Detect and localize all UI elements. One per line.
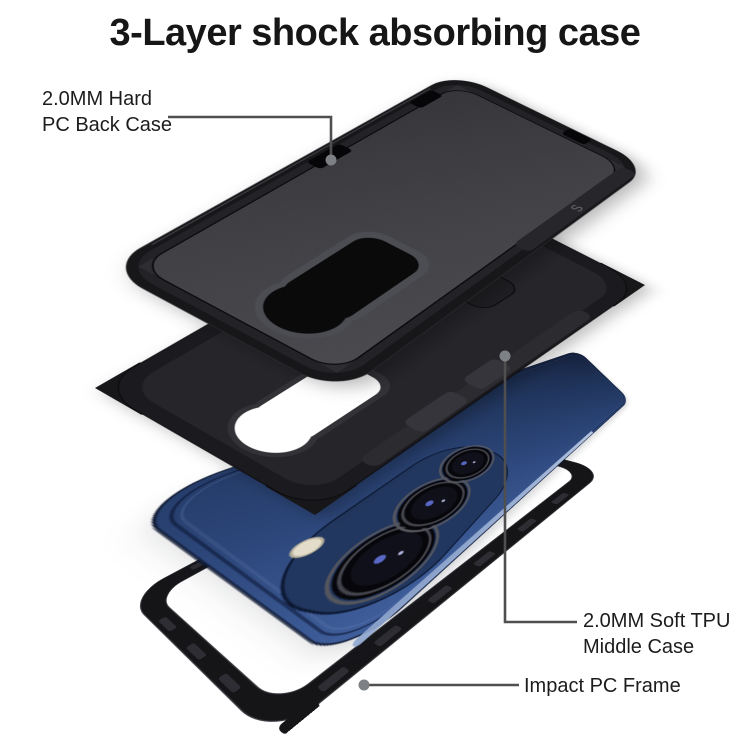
annotation-back-case: 2.0MM Hard PC Back Case [42,86,172,139]
phone-graphic [120,350,630,665]
annotation-text-line: 2.0MM Hard [42,88,153,110]
impact-pc-frame-layer [124,428,608,745]
annotation-text-line: 2.0MM Soft TPU [583,610,731,632]
annotation-frame: Impact PC Frame [524,673,681,699]
tpu-kickstand-tab [393,241,522,312]
annotation-middle-case: 2.0MM Soft TPU Middle Case [583,608,730,661]
annotation-text-line: Impact PC Frame [524,675,681,697]
page-title: 3-Layer shock absorbing case [109,12,641,54]
s-logo: S [568,203,588,214]
leader-frame [358,679,519,691]
impact-pc-frame-graphic [124,428,608,745]
annotation-text-line: Middle Case [583,636,695,659]
tpu-camera-hole [218,357,389,463]
phone-body [123,350,629,663]
annotation-text-line: PC Back Case [42,114,173,137]
phone-layer [120,350,630,665]
leader-dot [358,679,370,691]
